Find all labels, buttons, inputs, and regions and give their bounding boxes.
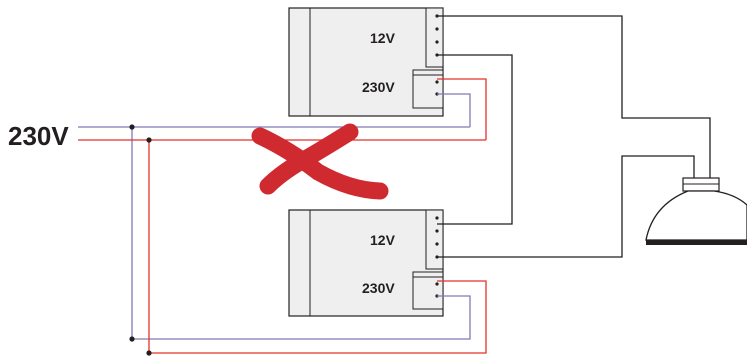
- mains-voltage-label: 230V: [8, 121, 69, 151]
- terminal-screw: [435, 216, 439, 220]
- phase-to-transformer-2: [149, 280, 487, 354]
- junction-dot: [129, 336, 135, 342]
- transformer-2: 12V 230V: [288, 209, 444, 317]
- transformer-2-input-label: 230V: [362, 280, 395, 296]
- neutral-to-transformer-2: [132, 295, 471, 340]
- output-wire-b: [437, 54, 513, 225]
- transformer-1-input-terminal: [412, 69, 444, 109]
- phase-to-transformer-1: [437, 78, 487, 140]
- transformer-1: 12V 230V: [288, 7, 444, 117]
- halogen-lamp-icon: [645, 177, 747, 245]
- junction-dot: [146, 350, 152, 356]
- terminal-screw: [435, 40, 439, 44]
- junction-dot: [146, 137, 152, 143]
- output-wire-a: [437, 15, 711, 178]
- junction-dot: [129, 124, 135, 130]
- transformer-1-input-label: 230V: [362, 79, 395, 95]
- terminal-screw: [435, 27, 439, 31]
- transformer-2-output-label: 12V: [370, 232, 396, 248]
- terminal-screw: [435, 229, 439, 233]
- lamp-reflector: [645, 190, 747, 241]
- terminal-screw: [435, 282, 439, 286]
- transformer-2-input-terminal: [412, 271, 444, 310]
- transformer-2-output-terminal: [425, 209, 444, 270]
- x-cross-icon: [251, 123, 389, 200]
- neutral-to-transformer-1: [437, 93, 471, 127]
- neutral-wiring: [78, 93, 471, 340]
- output-wire-c: [437, 155, 695, 258]
- output-wiring: [437, 15, 711, 258]
- lamp-rim: [646, 240, 747, 245]
- transformer-1-output-label: 12V: [370, 30, 396, 46]
- terminal-screw: [435, 242, 439, 246]
- terminal-screw: [435, 80, 439, 84]
- transformer-1-output-terminal: [425, 7, 444, 68]
